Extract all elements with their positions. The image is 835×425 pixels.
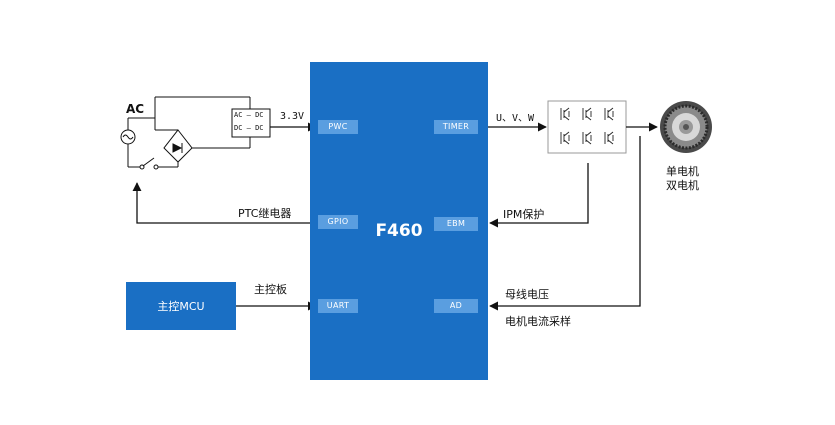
port-uart: UART (318, 299, 358, 313)
voltage-label: 3.3V (280, 111, 305, 122)
port-ad: AD (434, 299, 478, 313)
ipm-protection-label: IPM保护 (503, 208, 545, 221)
f460-chip: PWC TIMER GPIO EBM UART AD F460 (310, 62, 488, 380)
port-ebm: EBM (434, 217, 478, 231)
ac-label: AC (126, 102, 145, 116)
chip-title: F460 (375, 221, 423, 241)
arrow-ipm-to-ebm (489, 163, 589, 228)
motor-label-dual: 双电机 (666, 179, 699, 192)
ptc-relay-label: PTC继电器 (238, 207, 292, 220)
motor-image (660, 101, 712, 153)
ac-power-circuit (120, 96, 271, 170)
arrow-gpio-to-ptc (132, 182, 316, 224)
port-gpio: GPIO (318, 215, 358, 229)
port-timer: TIMER (434, 120, 478, 134)
master-mcu-box: 主控MCU (126, 282, 236, 330)
bus-voltage-label: 母线电压 (505, 288, 549, 301)
ipm-module (547, 100, 627, 154)
motor-label-single: 单电机 (666, 165, 699, 178)
arrow-motor-to-ad (489, 136, 641, 311)
uvw-label: U、V、W (496, 113, 535, 124)
master-board-label: 主控板 (254, 283, 287, 296)
converter-line2: DC — DC (234, 124, 264, 132)
port-pwc: PWC (318, 120, 358, 134)
motor-current-label: 电机电流采样 (505, 315, 571, 328)
master-mcu-label: 主控MCU (157, 300, 205, 313)
converter-line1: AC — DC (234, 111, 264, 119)
